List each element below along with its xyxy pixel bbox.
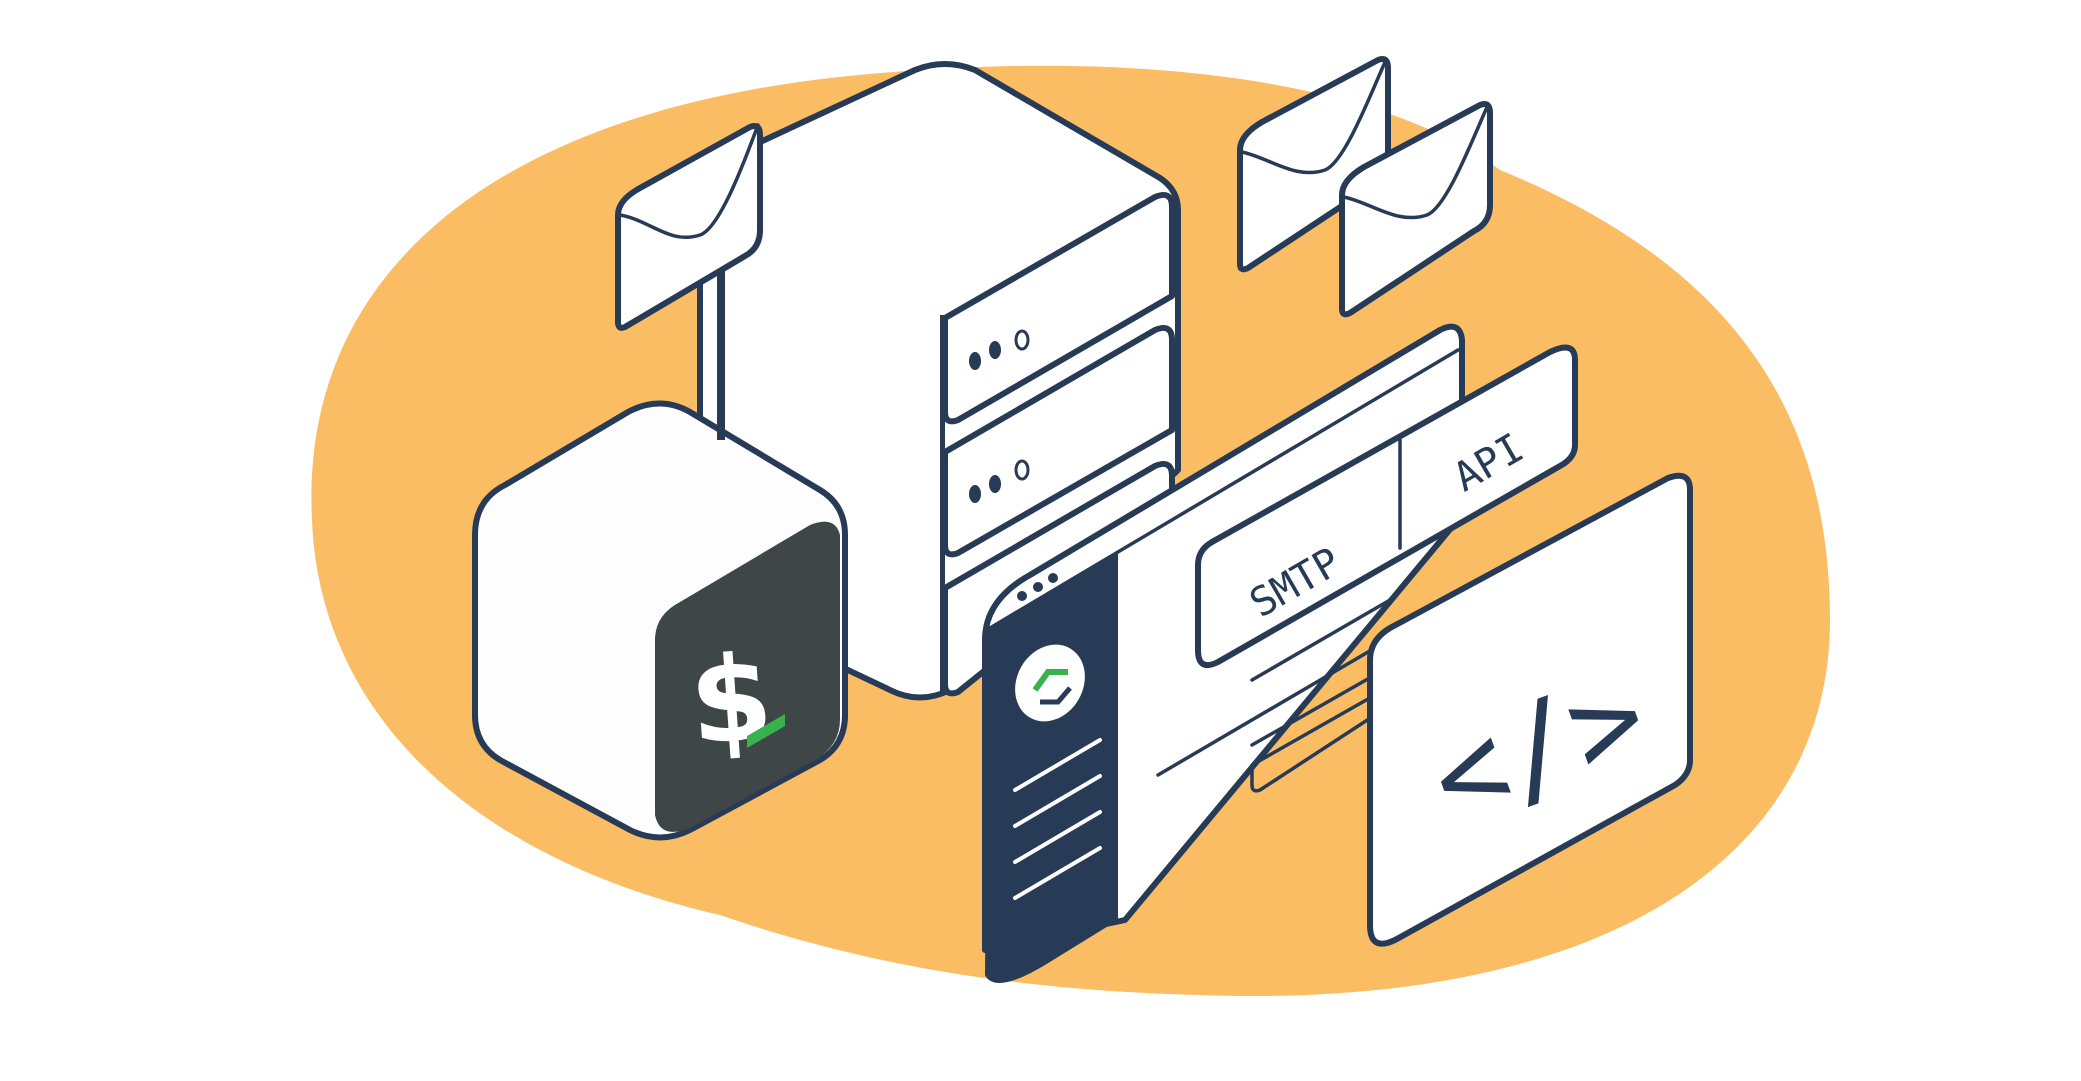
window-dot bbox=[1048, 573, 1058, 583]
sidebar-menu bbox=[1013, 738, 1102, 900]
terminal-dollar-prompt-icon: $ bbox=[472, 400, 848, 841]
envelope-icon bbox=[1339, 101, 1493, 318]
window-dot bbox=[1017, 591, 1027, 601]
terminal-prompt-symbol: $ bbox=[685, 628, 777, 771]
envelope-icon bbox=[615, 123, 763, 331]
code-brackets-icon: </> bbox=[1367, 472, 1693, 947]
sendlayer-logo-icon bbox=[1015, 644, 1085, 722]
envelope-icon-pair bbox=[1237, 56, 1493, 318]
window-dot bbox=[1033, 582, 1043, 592]
